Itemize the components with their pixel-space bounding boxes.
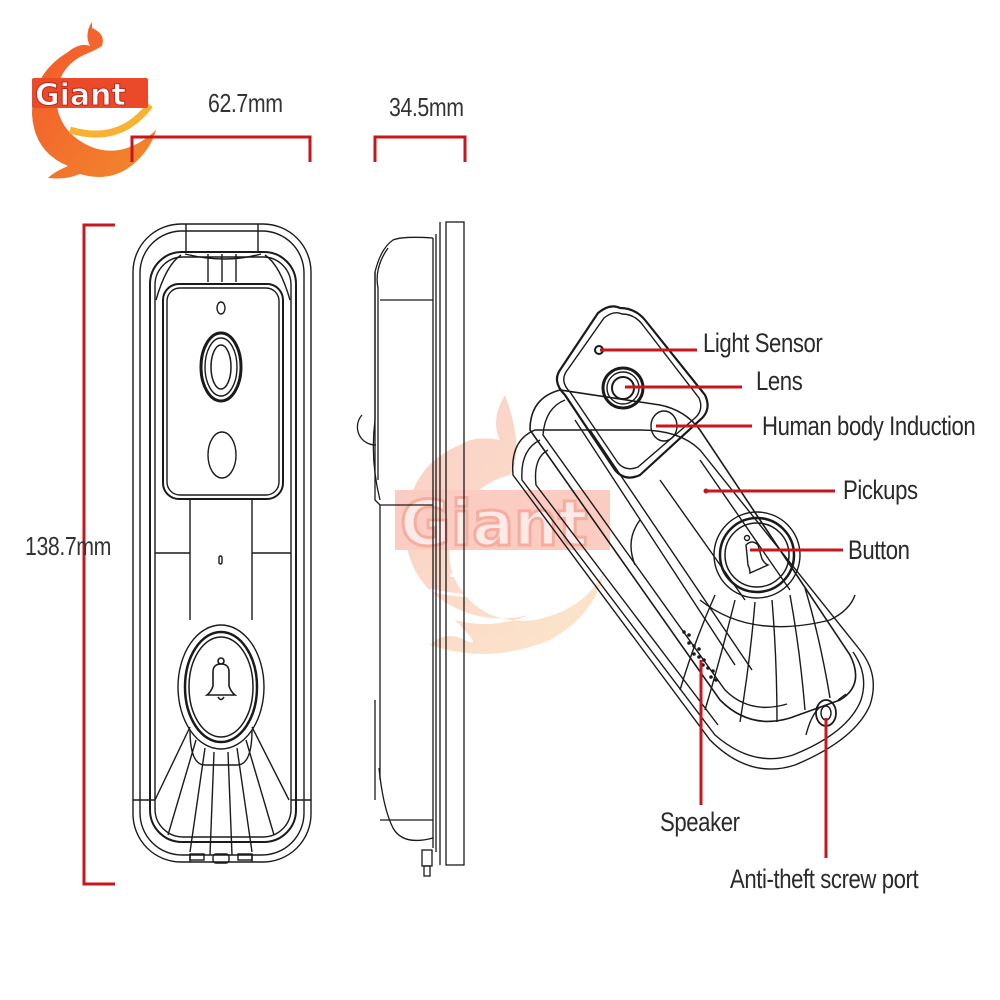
brand-logo: Giant [32,22,156,179]
label-lens: Lens [756,366,803,396]
label-button: Button [848,535,910,565]
front-view [132,223,312,864]
label-speaker: Speaker [660,807,740,837]
side-view [356,221,465,877]
label-pickups: Pickups [843,475,918,505]
label-anti-theft-screw-port: Anti-theft screw port [730,864,919,894]
svg-text:Giant: Giant [35,78,126,113]
bell-icon-perspective [743,534,770,575]
dimension-height-bracket [82,223,115,886]
watermark-logo [395,395,610,654]
perspective-view [511,305,874,770]
label-light-sensor: Light Sensor [703,328,823,358]
svg-text:Giant: Giant [400,487,588,560]
watermark-text: Giant [399,486,590,562]
bell-icon [204,657,238,701]
dimension-depth-label: 34.5mm [389,92,464,122]
dimension-width-label: 62.7mm [208,88,283,118]
dimension-depth-bracket [373,135,467,162]
dimension-height-label: 138.7mm [25,531,112,561]
dimension-width-bracket [130,135,312,162]
label-human-body-induction: Human body Induction [762,411,976,441]
speaker-grille [682,630,718,682]
callout-lines [600,348,843,858]
